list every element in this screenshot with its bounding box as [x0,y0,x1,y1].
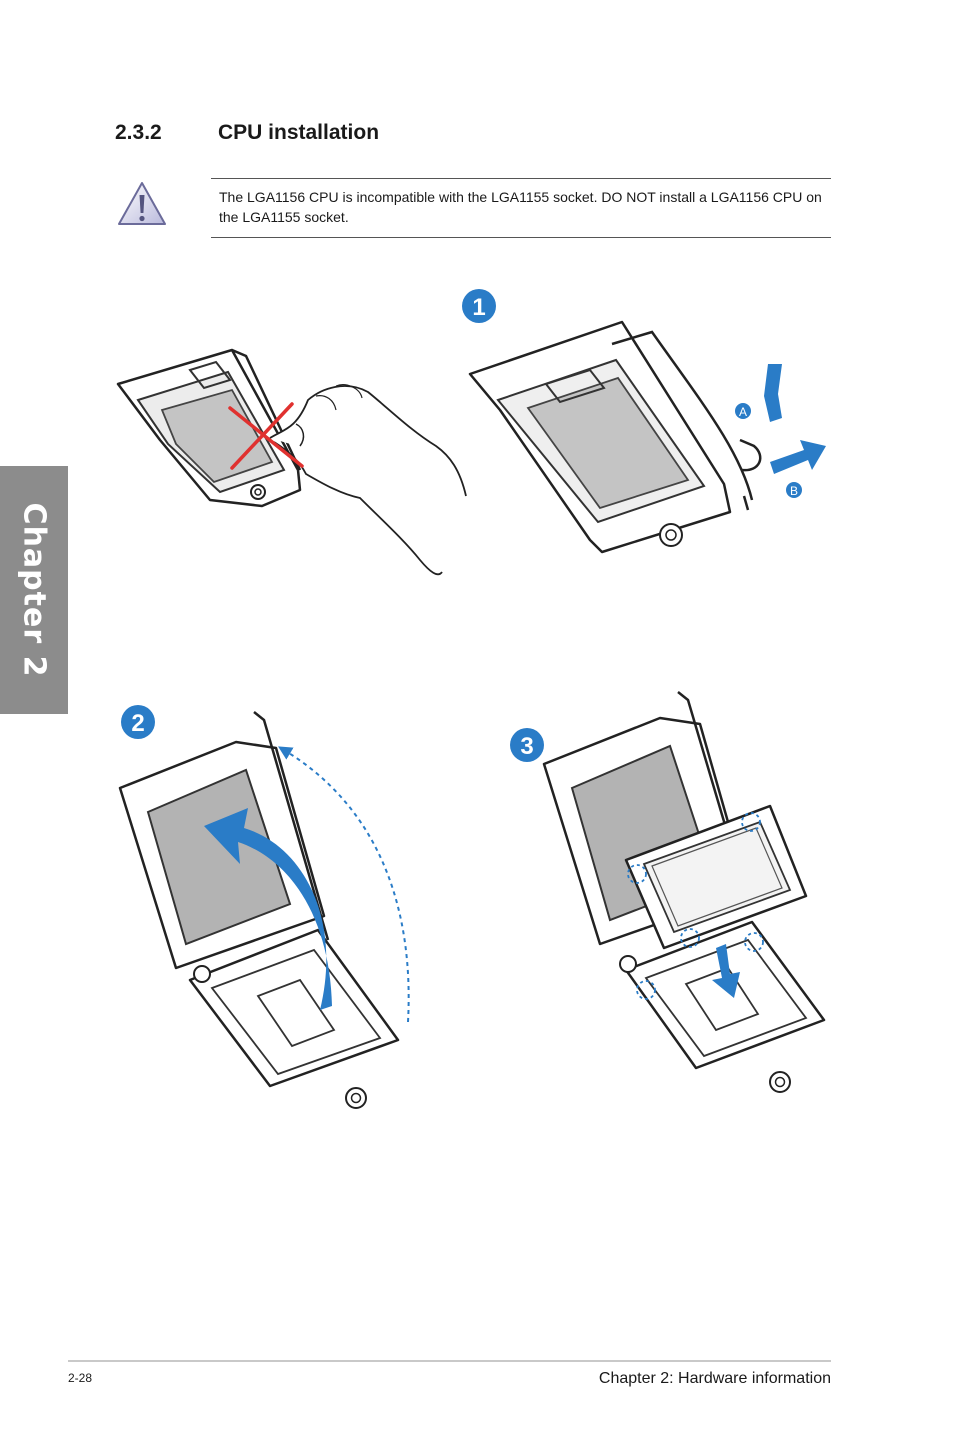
lever-pull-arrow-b [770,440,826,474]
footer-chapter-label: Chapter 2: Hardware information [598,1370,831,1387]
warning-triangle-icon [118,182,166,225]
section-title: CPU installation [218,121,380,144]
wrong-x-icon [228,402,304,470]
svg-text:2: 2 [131,710,144,737]
step-2-badge: 2 [121,705,155,739]
insert-cpu-arrow [712,944,740,998]
label-b-badge: B [786,482,802,498]
chapter-tab: Chapter 2 [0,466,68,714]
socket-lever-release-figure [468,320,762,554]
cpu-alignment-markers [627,812,764,1000]
cpu-chip [624,804,808,950]
notice-text: The LGA1156 CPU is incompatible with the… [219,189,822,225]
notice-bottom-rule [211,237,831,238]
lever-press-arrow-a [764,364,782,422]
label-a-badge: A [735,403,751,419]
footer-rule [68,1360,831,1362]
svg-text:3: 3 [520,733,533,760]
section-number: 2.3.2 [115,121,162,144]
step-1-badge: 1 [462,289,496,323]
plate-motion-dashed-arc [278,746,410,1023]
step-3-badge: 3 [510,728,544,762]
lift-plate-arrow [204,808,332,1010]
notice-top-rule [211,178,831,179]
svg-text:1: 1 [472,294,485,321]
svg-text:B: B [790,484,798,498]
socket-pressed-by-hand-figure [116,348,467,576]
svg-text:A: A [739,405,747,419]
page-number: 2-28 [68,1371,93,1385]
socket-open-plate-figure [118,711,400,1109]
